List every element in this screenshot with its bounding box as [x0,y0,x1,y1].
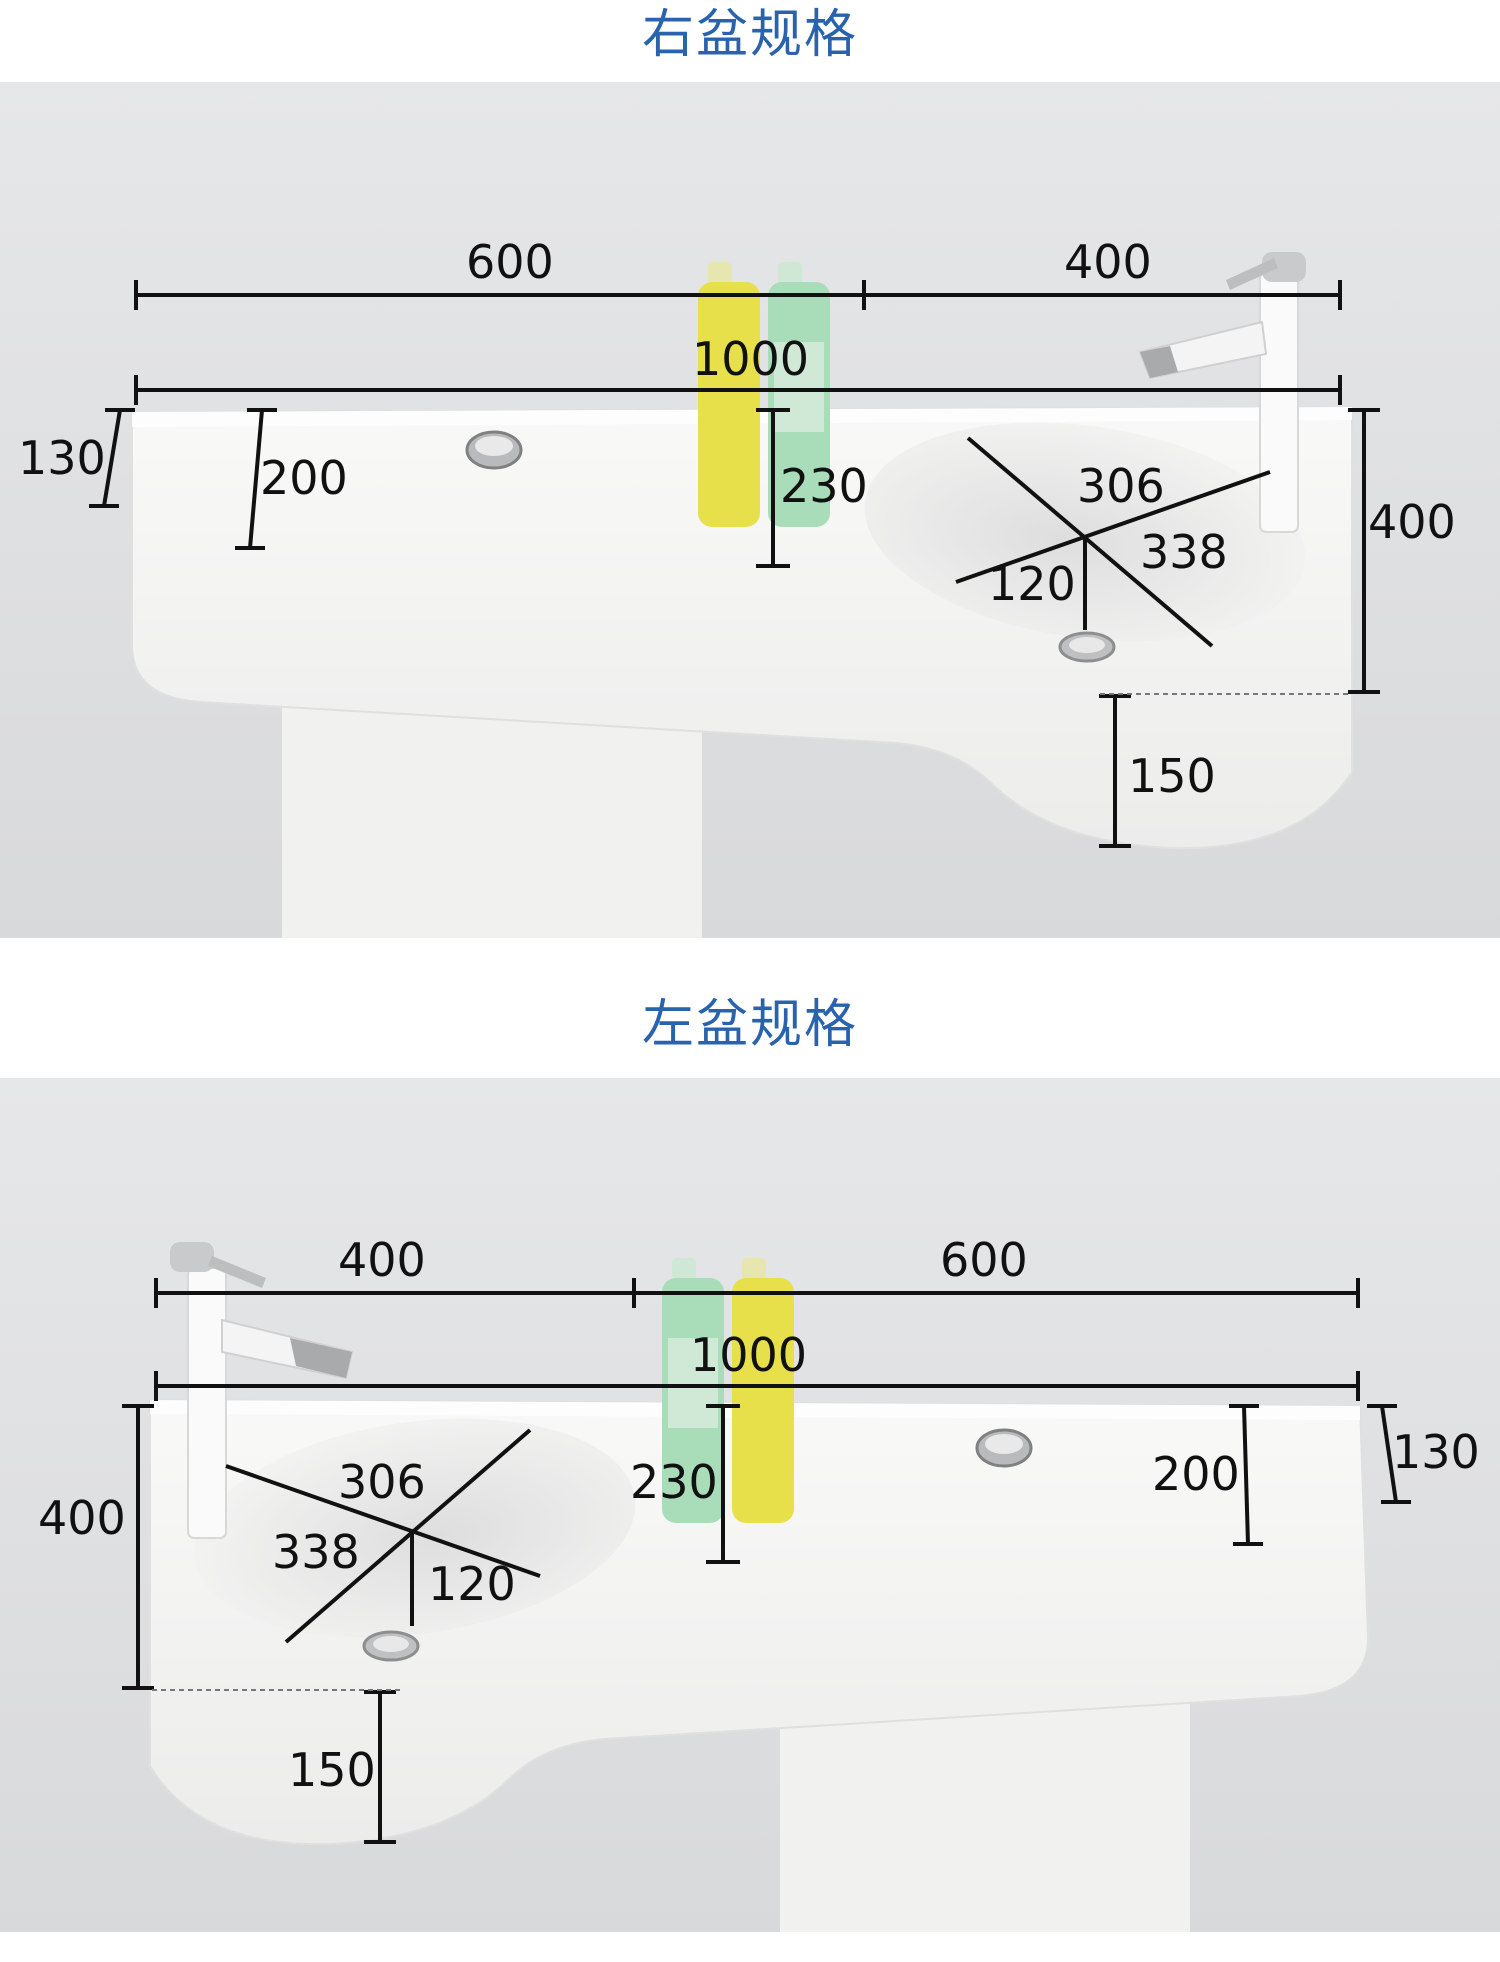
dim-bowl-span: 306 [1077,459,1165,513]
section-title-left: 左盆规格 [641,995,858,1055]
dim-total-depth: 400 [38,1491,126,1545]
dim-shelf-depth: 200 [1152,1447,1240,1501]
faucet-icon [170,1242,354,1539]
diagram-left-basin: 400 600 1000 130 200 230 400 306 338 120… [0,1078,1500,1932]
dim-right-width: 400 [1064,235,1152,289]
drain-icon [1058,631,1116,663]
dim-end-thickness: 130 [18,431,106,485]
dim-bowl-diag: 338 [1140,525,1228,579]
diagram-right-basin: 600 400 1000 130 200 230 400 306 338 120… [0,82,1500,938]
dim-bowl-span: 306 [338,1455,426,1509]
bottle-icon [662,1258,794,1523]
dim-depth-mid: 230 [780,459,868,513]
dim-bowl-diag: 338 [272,1525,360,1579]
dim-total-depth: 400 [1368,495,1456,549]
overflow-button-icon [465,430,523,470]
dim-end-thickness: 130 [1392,1425,1480,1479]
overflow-button-icon [975,1428,1033,1468]
dim-left-width: 600 [466,235,554,289]
dim-bowl-bottom: 150 [1128,749,1216,803]
dim-total-width: 1000 [690,1328,807,1382]
dim-total-width: 1000 [692,332,809,386]
dim-depth-mid: 230 [630,1455,718,1509]
dim-left-width: 400 [338,1233,426,1287]
dim-bowl-depth: 120 [988,557,1076,611]
dim-right-width: 600 [940,1233,1028,1287]
dim-shelf-depth: 200 [260,451,348,505]
dim-bowl-bottom: 150 [288,1743,376,1797]
bowl [864,422,1306,642]
drain-icon [362,1630,420,1662]
section-title-right: 右盆规格 [641,5,858,65]
dim-bowl-depth: 120 [428,1557,516,1611]
faucet-icon [1138,252,1306,533]
bottle-icon [698,262,830,527]
